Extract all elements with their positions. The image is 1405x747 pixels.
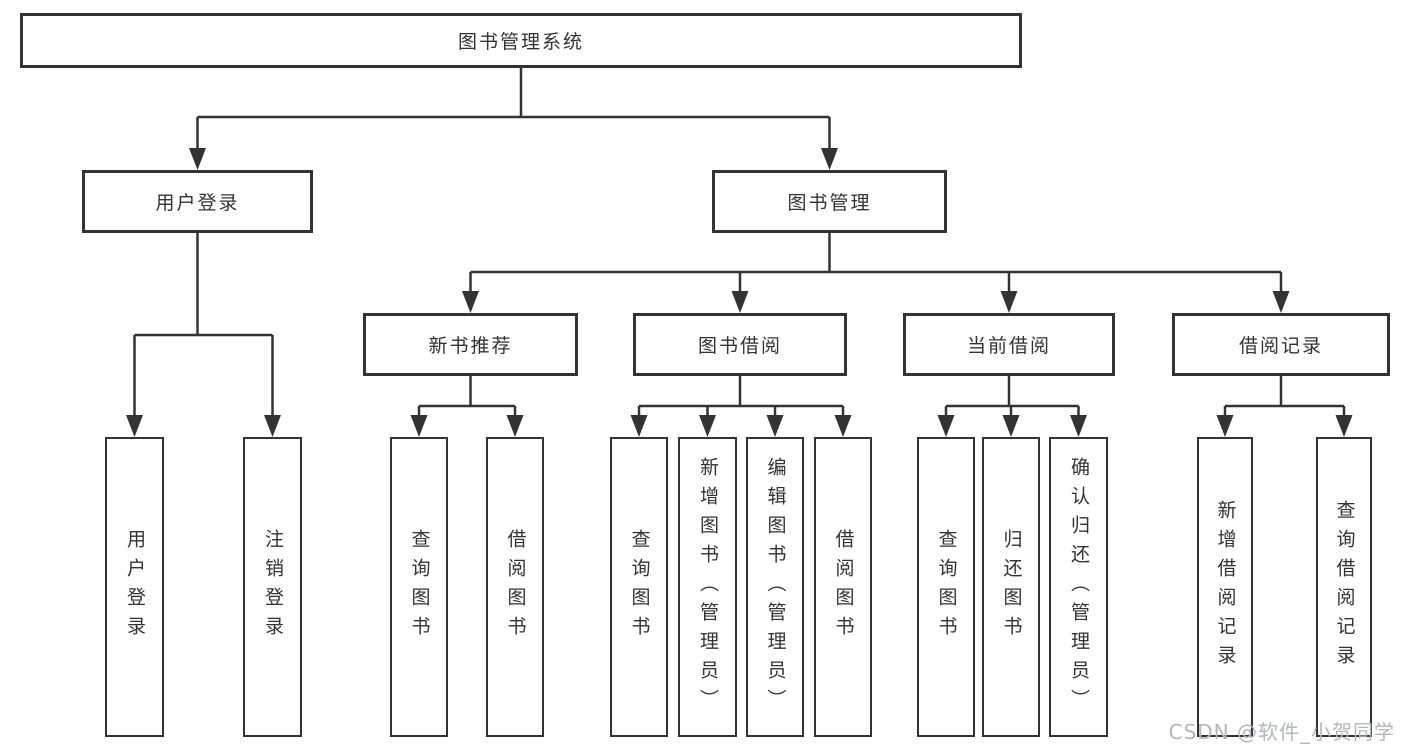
arrowhead-icon (699, 415, 716, 437)
leaf-label: 借阅图书 (504, 529, 527, 645)
node-book-borrow-label: 图书借阅 (697, 335, 782, 357)
arrowhead-icon (1002, 415, 1020, 437)
arrowhead-icon (126, 415, 143, 437)
node-borrow-records: 借阅记录 (1172, 313, 1390, 376)
node-book-management-label: 图书管理 (787, 192, 872, 214)
arrowhead-icon (410, 415, 428, 437)
leaf-user-login: 用户登录 (105, 437, 164, 737)
arrowhead-icon (821, 148, 838, 170)
leaf-label: 用户登录 (123, 529, 146, 645)
arrowhead-icon (834, 415, 852, 437)
leaf-borrow-books-recommend: 借阅图书 (486, 437, 544, 737)
leaf-add-books-admin: 新增图书（管理员） (678, 437, 737, 737)
arrowhead-icon (1272, 291, 1290, 313)
connector-user-login-branch (126, 233, 281, 437)
leaf-label: 确认归还（管理员） (1067, 456, 1090, 718)
arrowhead-icon (937, 415, 955, 437)
leaf-query-borrow-record: 查询借阅记录 (1316, 437, 1372, 737)
node-current-borrow-label: 当前借阅 (966, 335, 1051, 357)
node-root-label: 图书管理系统 (457, 31, 584, 53)
arrowhead-icon (1070, 415, 1087, 437)
arrowhead-icon (1000, 291, 1018, 313)
leaf-logout: 注销登录 (243, 437, 302, 737)
arrowhead-icon (189, 148, 206, 170)
leaf-label: 新增借阅记录 (1214, 500, 1237, 674)
leaf-return-books: 归还图书 (982, 437, 1040, 737)
arrowhead-icon (630, 415, 648, 437)
node-book-borrow: 图书借阅 (633, 313, 847, 376)
node-borrow-records-label: 借阅记录 (1238, 335, 1323, 357)
leaf-label: 注销登录 (261, 529, 284, 645)
arrowhead-icon (766, 415, 784, 437)
arrowhead-icon (264, 415, 281, 437)
node-current-borrow: 当前借阅 (903, 313, 1115, 376)
connector-new-books-branch (410, 376, 524, 437)
leaf-query-books-current: 查询图书 (917, 437, 975, 737)
leaf-label: 查询图书 (408, 529, 431, 645)
leaf-label: 查询图书 (935, 529, 958, 645)
node-user-login: 用户登录 (82, 170, 313, 233)
watermark: CSDN @软件_小贺同学 (1168, 720, 1395, 744)
leaf-label: 查询图书 (628, 529, 651, 645)
node-user-login-label: 用户登录 (155, 192, 240, 214)
leaf-label: 查询借阅记录 (1333, 500, 1356, 674)
leaf-label: 归还图书 (1000, 529, 1023, 645)
node-new-book-recommend-label: 新书推荐 (428, 335, 513, 357)
connector-book-mgmt-to-level3 (462, 233, 1290, 313)
leaf-label: 编辑图书（管理员） (764, 456, 787, 718)
arrowhead-icon (731, 291, 749, 313)
leaf-edit-books-admin: 编辑图书（管理员） (746, 437, 804, 737)
node-new-book-recommend: 新书推荐 (363, 313, 578, 376)
connector-current-borrow-branch (937, 376, 1087, 437)
arrowhead-icon (1216, 415, 1234, 437)
leaf-query-books-borrow: 查询图书 (610, 437, 668, 737)
connector-borrow-records-branch (1216, 376, 1353, 437)
arrowhead-icon (462, 291, 479, 313)
connector-root-to-level2 (189, 68, 838, 170)
node-root-system: 图书管理系统 (20, 13, 1022, 68)
leaf-borrow-books: 借阅图书 (814, 437, 872, 737)
leaf-label: 借阅图书 (832, 529, 855, 645)
connector-book-borrow-branch (630, 376, 852, 437)
arrowhead-icon (506, 415, 524, 437)
leaf-label: 新增图书（管理员） (696, 456, 719, 718)
leaf-confirm-return-admin: 确认归还（管理员） (1049, 437, 1108, 737)
leaf-query-books-recommend: 查询图书 (390, 437, 448, 737)
node-book-management: 图书管理 (712, 170, 947, 233)
arrowhead-icon (1335, 415, 1353, 437)
leaf-add-borrow-record: 新增借阅记录 (1197, 437, 1253, 737)
